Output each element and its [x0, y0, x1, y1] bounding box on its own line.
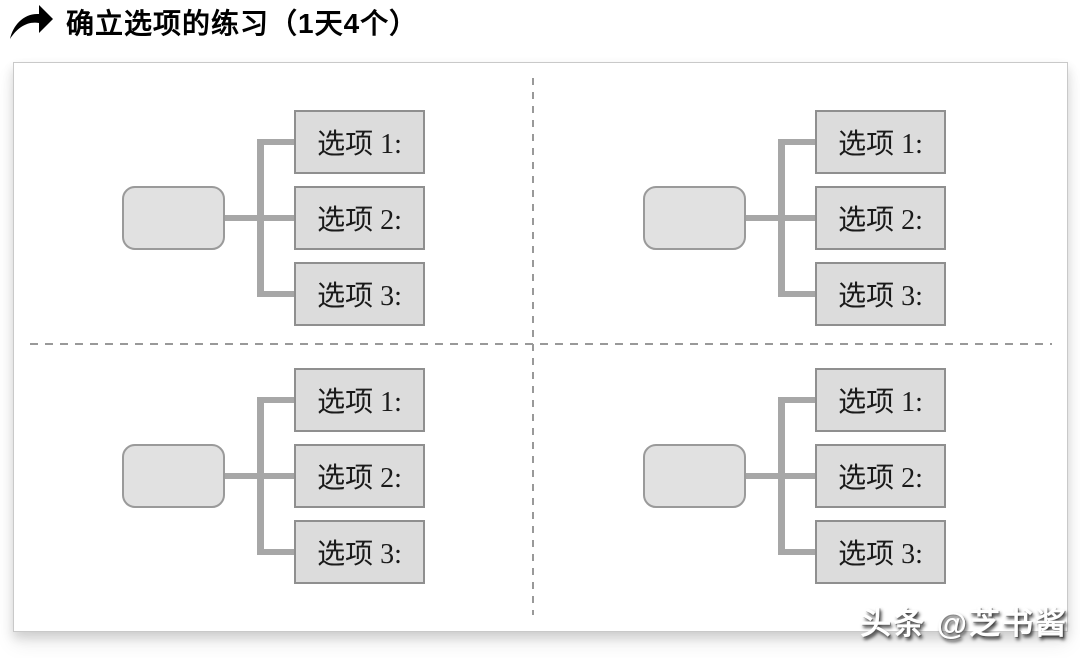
connector-branch-2: [746, 473, 815, 479]
connector-branch-3: [778, 291, 815, 297]
option-box-1: 选项 1:: [294, 110, 425, 174]
option-box-2: 选项 2:: [294, 186, 425, 250]
option-box-3: 选项 3:: [815, 520, 946, 584]
connector-branch-1: [257, 139, 294, 145]
connector-branch-2: [225, 215, 294, 221]
connector-branch-3: [778, 549, 815, 555]
option-box-1: 选项 1:: [815, 368, 946, 432]
exercise-diagram-top-left: 选项 1: 选项 2: 选项 3:: [122, 110, 425, 326]
option-box-3: 选项 3:: [815, 262, 946, 326]
option-box-2: 选项 2:: [815, 186, 946, 250]
option-box-3: 选项 3:: [294, 520, 425, 584]
connector-branch-2: [746, 215, 815, 221]
blank-root-box: [643, 186, 746, 250]
connector-branch-1: [257, 397, 294, 403]
connector-branch-1: [778, 397, 815, 403]
exercise-diagram-bottom-left: 选项 1: 选项 2: 选项 3:: [122, 368, 425, 584]
exercise-diagram-bottom-right: 选项 1: 选项 2: 选项 3:: [643, 368, 946, 584]
option-box-2: 选项 2:: [294, 444, 425, 508]
page-title: 确立选项的练习（1天4个）: [66, 8, 419, 39]
horizontal-dashed-divider: [30, 343, 1052, 345]
page-header: 确立选项的练习（1天4个）: [8, 2, 418, 42]
exercise-diagram-top-right: 选项 1: 选项 2: 选项 3:: [643, 110, 946, 326]
option-box-1: 选项 1:: [815, 110, 946, 174]
connector-branch-3: [257, 291, 294, 297]
connector-branch-1: [778, 139, 815, 145]
connector-branch-2: [225, 473, 294, 479]
option-box-3: 选项 3:: [294, 262, 425, 326]
curved-forward-arrow-icon: [10, 5, 53, 39]
option-box-1: 选项 1:: [294, 368, 425, 432]
blank-root-box: [122, 186, 225, 250]
blank-root-box: [643, 444, 746, 508]
toutiao-watermark: 头条 @芝书酱: [860, 606, 1068, 641]
connector-branch-3: [257, 549, 294, 555]
option-box-2: 选项 2:: [815, 444, 946, 508]
blank-root-box: [122, 444, 225, 508]
vertical-dashed-divider: [532, 78, 534, 615]
